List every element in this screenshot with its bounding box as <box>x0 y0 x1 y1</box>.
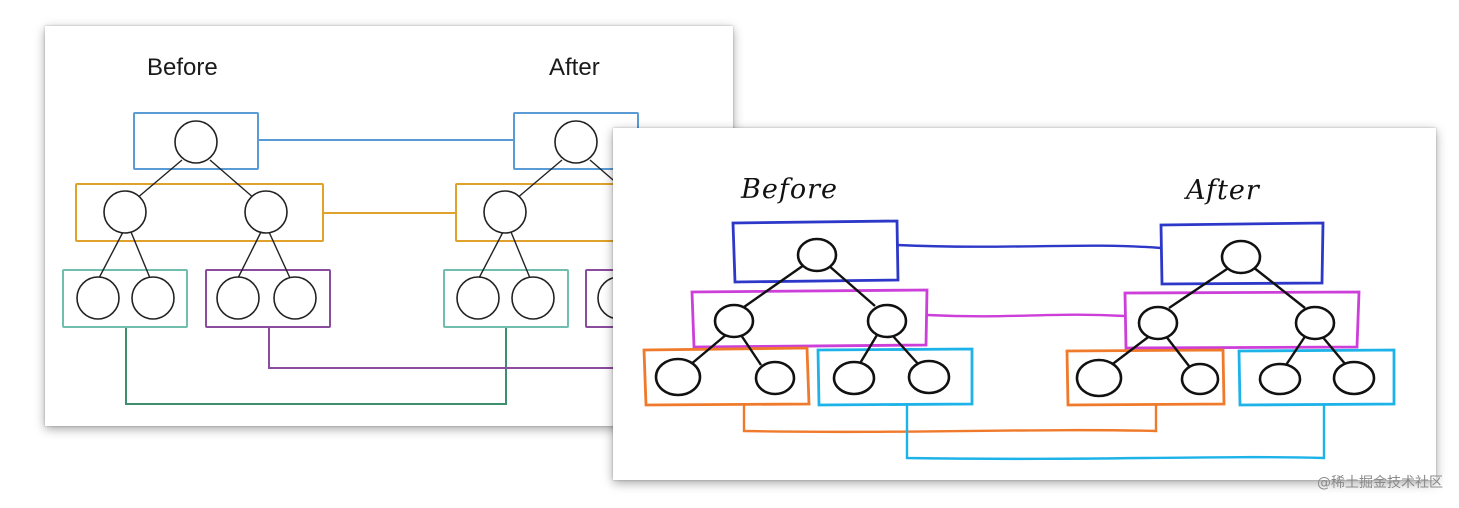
tree-node <box>713 303 755 339</box>
tree-edge <box>689 333 728 366</box>
tree-node <box>1258 362 1302 396</box>
tree-edge <box>1252 266 1306 309</box>
before-leaf-left-box <box>62 269 188 328</box>
tree-node <box>131 276 175 320</box>
tree-node <box>244 190 288 234</box>
tree-edge <box>98 231 124 279</box>
tree-node <box>754 360 796 396</box>
before-level2-box <box>690 288 929 349</box>
tree-edge <box>740 334 762 366</box>
handdrawn-diagram-svg: Before After <box>642 174 1396 461</box>
tree-node <box>796 237 838 273</box>
tree-node <box>907 359 951 395</box>
after-leaf-right-box <box>1237 348 1396 407</box>
tree-edge <box>743 264 805 308</box>
after-leaf-left-box <box>443 269 569 328</box>
tree-node <box>76 276 120 320</box>
tree-edge <box>268 231 291 279</box>
tree-node <box>654 357 702 397</box>
before-root-box <box>731 219 900 284</box>
tree-edge <box>478 231 504 279</box>
tree-edge <box>1320 334 1347 366</box>
tree-node <box>456 276 500 320</box>
tree-node <box>1180 362 1220 396</box>
tree-edge <box>135 159 183 200</box>
tree-edge <box>857 334 879 366</box>
tree-node <box>1332 360 1376 396</box>
after-level2-box <box>1123 290 1361 350</box>
tree-node <box>1220 239 1262 275</box>
before-label: Before <box>740 174 838 205</box>
tree-node <box>1294 305 1336 341</box>
tree-edge <box>515 159 563 200</box>
before-leaf-left-box <box>642 346 811 407</box>
after-root-box <box>1159 221 1325 286</box>
after-label: After <box>1183 175 1261 206</box>
tree-edge <box>209 159 256 200</box>
tree-node <box>511 276 555 320</box>
before-leaf-right-box <box>816 347 974 407</box>
level2-connector-line <box>926 313 1126 318</box>
tree-edge <box>827 264 876 307</box>
tree-node <box>1137 305 1179 341</box>
tree-node <box>216 276 260 320</box>
tree-node <box>103 190 147 234</box>
teal-connector-line <box>125 327 507 405</box>
before-leaf-right-box <box>205 269 331 328</box>
purple-connector-line <box>268 327 625 369</box>
cyan-connector-line <box>905 404 1326 461</box>
tree-edge <box>891 334 920 366</box>
watermark: @稀土掘金技术社区 <box>1317 475 1443 491</box>
tree-node <box>866 303 908 339</box>
after-leaf-left-box <box>1065 348 1226 407</box>
before-level2-box <box>75 183 324 242</box>
before-root-box <box>133 112 259 170</box>
tree-edge <box>237 231 262 279</box>
tree-node <box>483 190 527 234</box>
root-connector-line <box>896 243 1162 250</box>
tree-node <box>273 276 317 320</box>
handdrawn-diagram-panel: Before After <box>613 128 1436 480</box>
tree-node <box>1075 358 1123 398</box>
tree-edge <box>1164 334 1190 367</box>
tree-edge <box>1168 266 1231 309</box>
tree-node <box>554 120 598 164</box>
after-label: After <box>549 54 600 81</box>
computer-diagram-svg: Before After <box>62 54 711 405</box>
tree-edge <box>1285 334 1307 366</box>
tree-edge <box>510 231 531 279</box>
tree-edge <box>1109 334 1152 367</box>
tree-node <box>174 120 218 164</box>
tree-node <box>832 360 876 396</box>
orange-connector-line <box>742 404 1158 434</box>
tree-edge <box>130 231 151 279</box>
before-label: Before <box>147 54 218 81</box>
